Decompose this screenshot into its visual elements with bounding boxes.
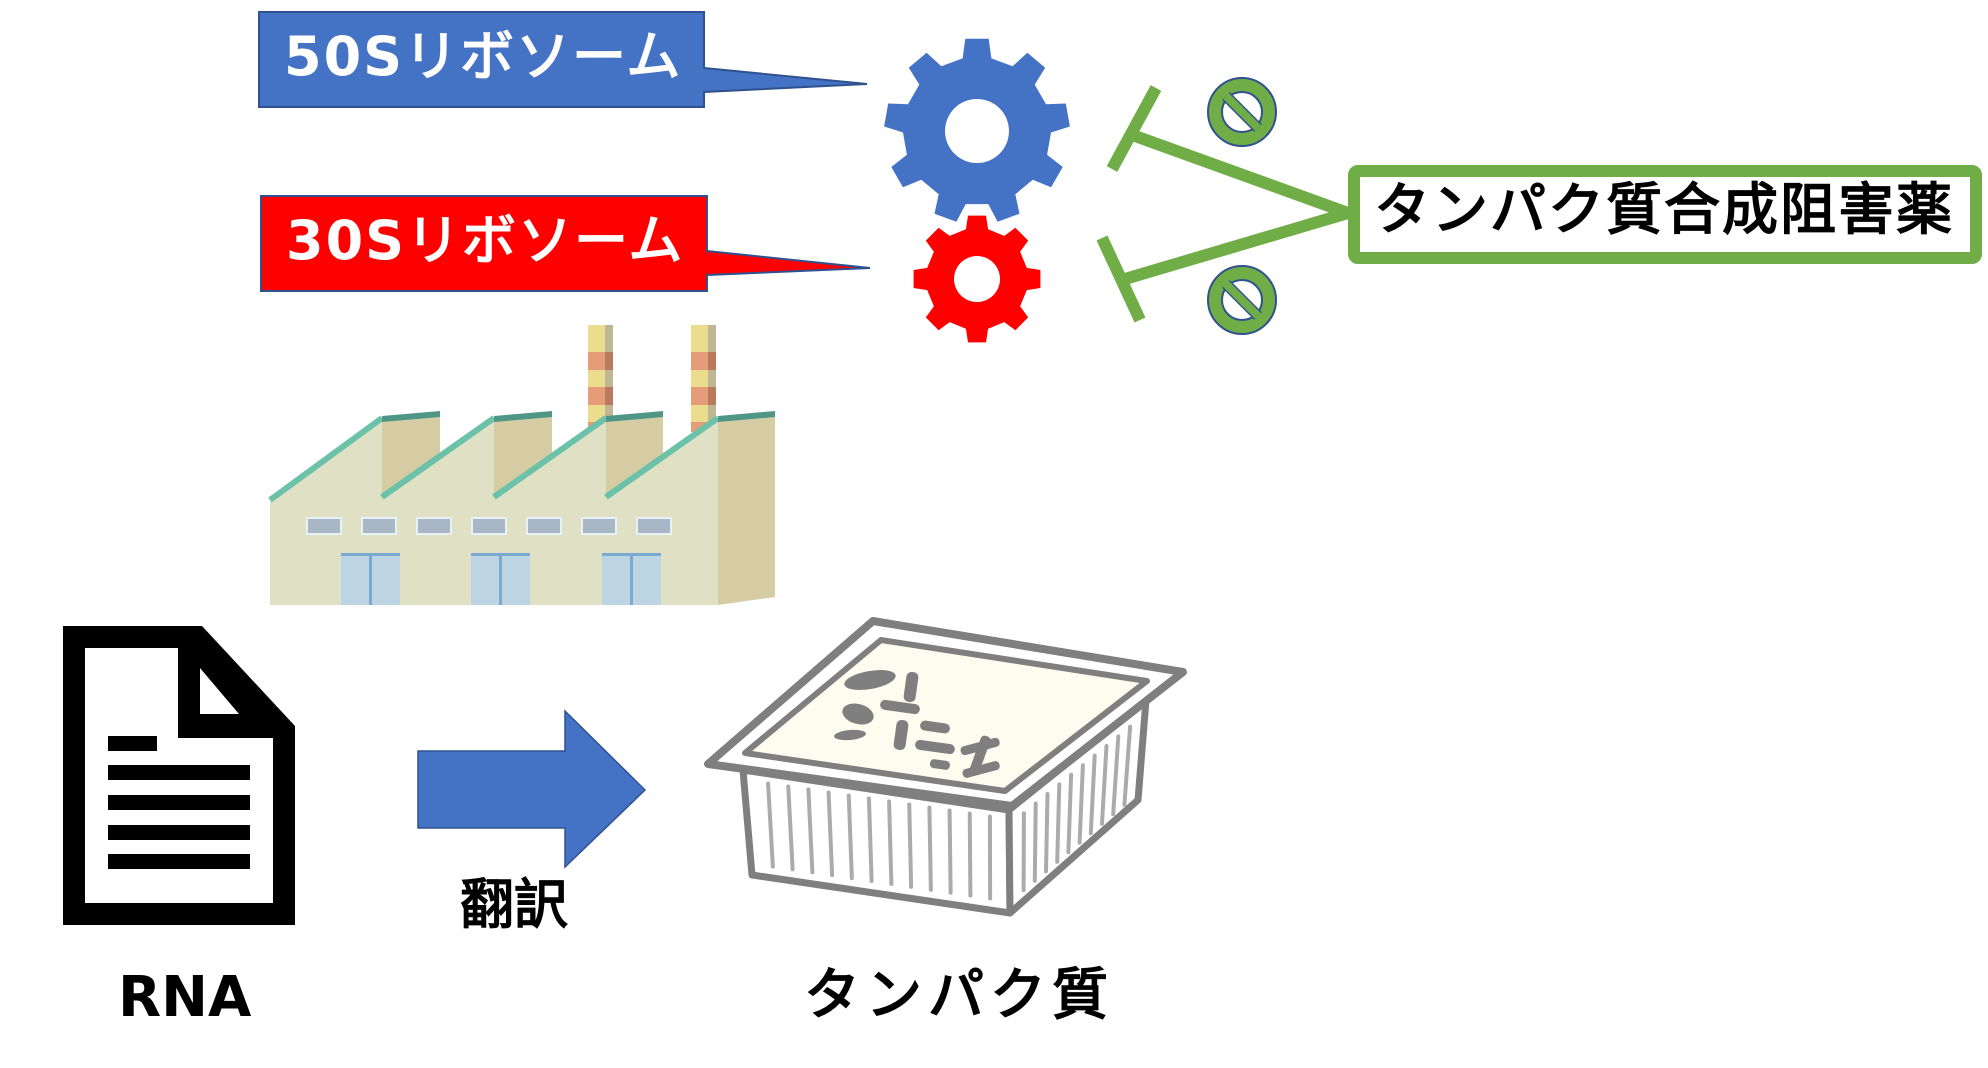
inhibition-arrow-30s — [1096, 207, 1350, 323]
protein-label: タンパク質 — [804, 963, 1114, 1028]
tofu-rib — [866, 796, 874, 884]
callout-30s-ribosome — [260, 195, 871, 292]
inhibition-arrow-50s — [1106, 85, 1351, 219]
tofu-rib — [766, 781, 775, 869]
tofu-rib — [907, 802, 914, 889]
document-icon — [63, 626, 295, 925]
ribosome-50s-label: 50Sリボソーム — [284, 25, 683, 88]
tofu-rib — [806, 787, 815, 875]
tofu-rib — [1044, 792, 1050, 874]
tofu-rib — [1111, 734, 1121, 817]
tofu-pack-icon — [704, 617, 1187, 917]
tofu-rib — [1077, 763, 1085, 845]
chimney — [691, 325, 716, 432]
tofu-rib — [927, 805, 933, 892]
rna-label: RNA — [118, 965, 252, 1030]
tofu-rib — [887, 799, 894, 886]
gear-hole — [945, 99, 1009, 163]
prohibition-symbol-icon — [1207, 265, 1277, 335]
tofu-rib — [1088, 753, 1097, 836]
tofu-rib — [1066, 772, 1074, 855]
tofu-rib — [826, 790, 835, 878]
gear-30s-icon — [913, 215, 1041, 343]
tofu-pack-text — [834, 670, 1000, 778]
inhibitor-label: タンパク質合成阻害薬 — [1374, 178, 1954, 243]
tofu-rib — [1055, 782, 1062, 864]
gear-50s-icon — [884, 38, 1070, 222]
inhibitor-box — [1348, 165, 1982, 264]
tofu-rib — [846, 793, 854, 881]
prohibition-symbol-icon — [1207, 77, 1277, 147]
translation-label: 翻訳 — [460, 873, 568, 936]
tofu-rib — [947, 808, 953, 895]
tofu-rib — [1122, 724, 1133, 807]
tofu-rib — [786, 784, 795, 872]
gear-hole — [954, 256, 1000, 302]
factory-icon — [268, 325, 775, 605]
translation-arrow — [417, 709, 647, 869]
tofu-rib — [1100, 744, 1109, 826]
tofu-rib — [967, 811, 973, 898]
tofu-rib — [1032, 801, 1038, 883]
ribosome-30s-label: 30Sリボソーム — [286, 209, 685, 272]
callout-50s-ribosome — [258, 11, 868, 108]
